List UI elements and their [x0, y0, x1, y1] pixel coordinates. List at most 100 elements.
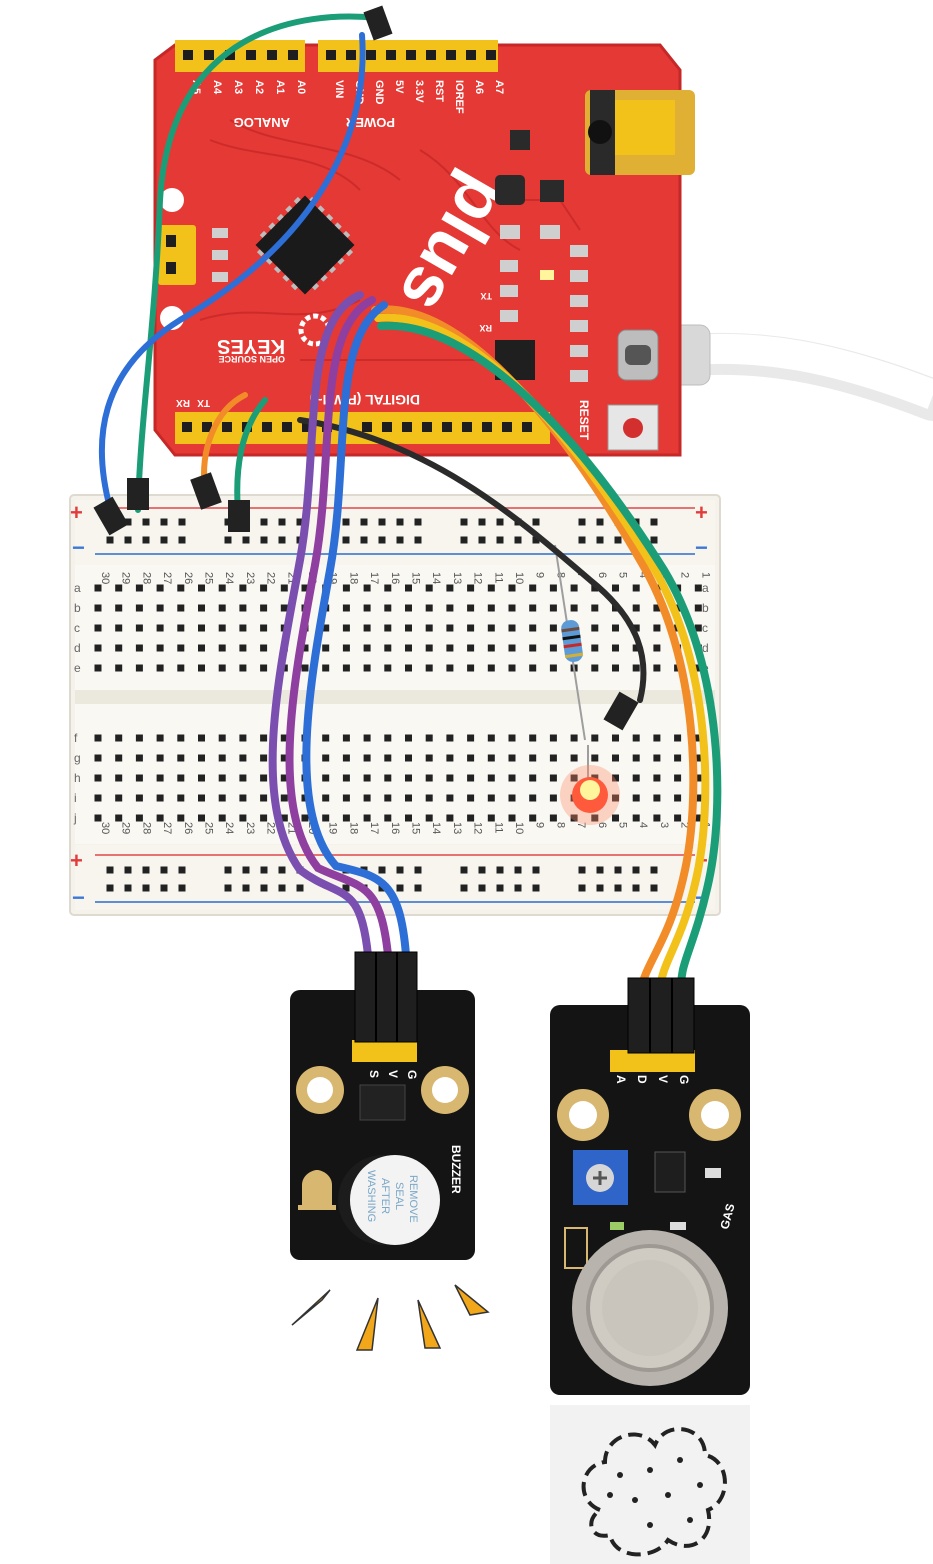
breadboard-hole	[446, 604, 454, 612]
column-number: 2	[679, 572, 691, 578]
breadboard-hole	[198, 664, 205, 672]
breadboard-hole	[674, 814, 682, 822]
breadboard-hole	[405, 604, 412, 612]
breadboard-hole	[198, 754, 205, 762]
breadboard-hole	[260, 734, 268, 742]
breadboard-hole	[135, 754, 143, 762]
breadboard-hole	[198, 814, 205, 822]
breadboard-hole	[115, 644, 123, 652]
breadboard-hole	[578, 536, 586, 544]
analog-header-label: ANALOG	[234, 115, 290, 130]
rx-label: RX	[176, 397, 190, 408]
breadboard-hole	[177, 774, 185, 782]
breadboard-hole	[460, 866, 468, 874]
breadboard-hole	[342, 794, 350, 802]
breadboard-hole	[135, 624, 143, 632]
breadboard-hole	[446, 584, 454, 592]
breadboard-hole	[115, 774, 123, 782]
column-number: 23	[244, 572, 256, 584]
seal-text: AFTER	[379, 1178, 391, 1214]
breadboard-hole	[94, 644, 102, 652]
breadboard-hole	[596, 884, 604, 892]
breadboard-hole	[632, 664, 640, 672]
breadboard-hole	[514, 536, 522, 544]
column-number: 11	[492, 572, 504, 583]
breadboard-hole	[612, 644, 619, 652]
breadboard-hole	[529, 644, 537, 652]
column-number: 10	[513, 572, 525, 584]
breadboard-hole	[487, 604, 495, 612]
usb-c-port	[617, 329, 659, 381]
column-number: 30	[99, 572, 111, 584]
breadboard-hole	[239, 794, 247, 802]
breadboard-hole	[632, 754, 640, 762]
buzzer-pin-label: G	[405, 1070, 419, 1079]
board-rx-label: RX	[479, 323, 492, 333]
breadboard-hole	[694, 664, 702, 672]
breadboard-hole	[94, 624, 102, 632]
breadboard-hole	[363, 624, 371, 632]
breadboard-hole	[508, 774, 516, 782]
rail-minus-label: −	[72, 535, 85, 560]
breadboard-hole	[384, 754, 392, 762]
sound-wave-icon	[291, 1284, 490, 1351]
breadboard-hole	[363, 664, 371, 672]
analog-pin-label: A4	[211, 80, 223, 95]
buzzer-pin-header	[352, 1040, 417, 1062]
breadboard-hole	[178, 884, 186, 892]
breadboard-hole	[106, 866, 114, 874]
row-label: f	[74, 731, 78, 745]
breadboard-hole	[653, 604, 661, 612]
breadboard-hole	[280, 734, 288, 742]
breadboard-hole	[124, 884, 132, 892]
breadboard-hole	[467, 624, 475, 632]
column-number: 9	[534, 822, 546, 828]
breadboard-hole	[446, 734, 454, 742]
gas-label: GAS	[717, 1202, 737, 1231]
breadboard-hole	[301, 644, 309, 652]
rail-plus-label: +	[695, 500, 708, 525]
breadboard-hole	[242, 866, 250, 874]
breadboard-hole	[142, 866, 150, 874]
breadboard-hole	[239, 604, 247, 612]
breadboard-hole	[135, 774, 143, 782]
breadboard-hole	[342, 518, 350, 526]
breadboard-hole	[115, 604, 123, 612]
column-number: 27	[161, 822, 173, 834]
breadboard-hole	[487, 734, 495, 742]
breadboard-hole	[177, 644, 185, 652]
breadboard-hole	[135, 734, 143, 742]
breadboard-hole	[177, 814, 185, 822]
breadboard-hole	[135, 664, 143, 672]
breadboard-hole	[278, 518, 286, 526]
column-number: 16	[389, 822, 401, 834]
column-number: 14	[430, 572, 442, 584]
row-label: a	[74, 581, 81, 595]
row-label: i	[74, 791, 77, 805]
breadboard-hole	[218, 794, 226, 802]
column-number: 19	[327, 822, 339, 834]
breadboard-hole	[578, 518, 586, 526]
breadboard-hole	[142, 884, 150, 892]
breadboard-hole	[405, 774, 412, 782]
breadboard-hole	[549, 754, 557, 762]
column-number: 17	[368, 572, 380, 584]
breadboard-hole	[578, 884, 586, 892]
breadboard-hole	[570, 584, 578, 592]
arduino-board: A5 A4 A3 A2 A1 A0 VIN GND GND 5V 3.3V RS…	[153, 40, 695, 457]
breadboard-hole	[425, 604, 433, 612]
breadboard-hole	[224, 884, 232, 892]
breadboard-hole	[478, 866, 486, 874]
power-header-label: POWER	[345, 115, 395, 130]
power-pin-label: 5V	[393, 80, 405, 94]
breadboard-hole	[260, 644, 268, 652]
breadboard-hole	[694, 754, 702, 762]
breadboard-hole	[514, 884, 522, 892]
brand-sub-label: OPEN SOURCE	[218, 354, 285, 364]
breadboard-hole	[115, 794, 123, 802]
breadboard-hole	[342, 644, 350, 652]
column-number: 6	[596, 822, 608, 828]
blue-wire	[98, 32, 366, 518]
breadboard-hole	[115, 624, 123, 632]
